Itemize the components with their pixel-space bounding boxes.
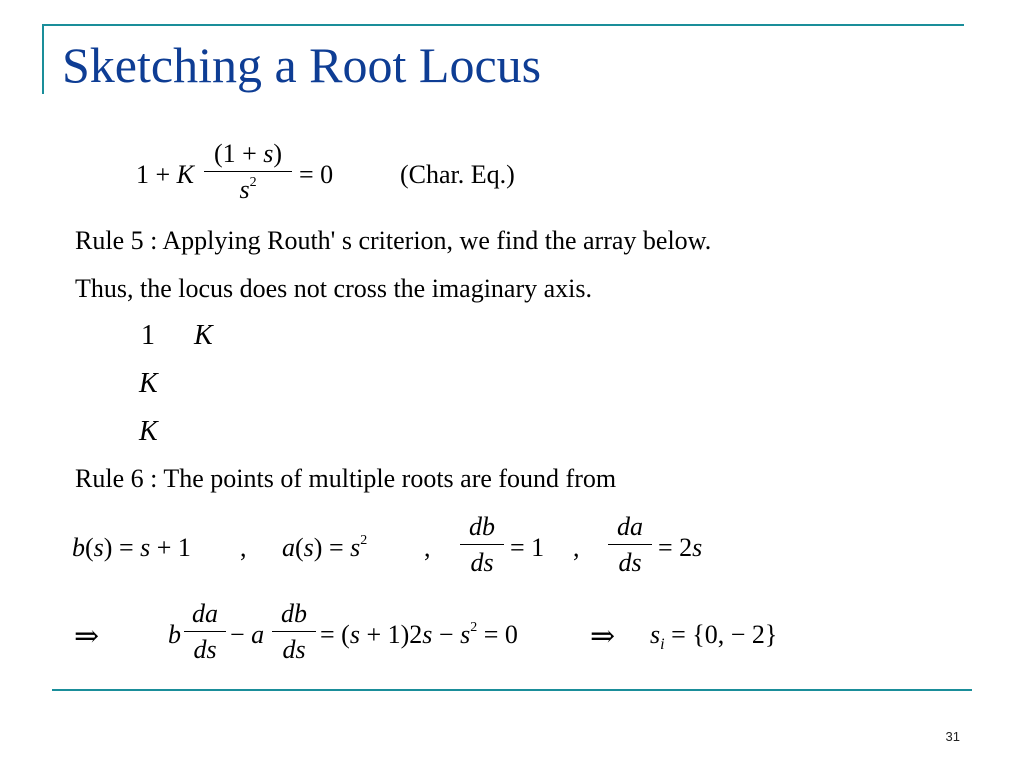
routh-r1c1: 1 [141, 320, 155, 351]
separator-3: , [573, 533, 580, 562]
rule5-line1: Rule 5 : Applying Routh' s criterion, we… [75, 226, 712, 255]
char-eq-den-exp: 2 [249, 175, 257, 190]
slide-title: Sketching a Root Locus [62, 37, 542, 93]
char-eq-num-var: s [263, 139, 274, 168]
db-ds-fraction: db ds [460, 514, 504, 576]
da-rhs: = 2s [658, 533, 703, 562]
implies-arrow-2: ⇒ [590, 620, 616, 653]
db-rhs: = 1 [510, 533, 545, 562]
char-eq-fraction: (1 + s) s2 [204, 141, 292, 203]
root-set: si = {0, − 2} [650, 620, 778, 653]
frame-left-line [42, 24, 44, 94]
char-eq-label: (Char. Eq.) [400, 160, 515, 189]
routh-r3c1: K [139, 416, 158, 447]
char-eq-num-open: (1 + [213, 139, 264, 168]
b-coefficient: b [168, 620, 181, 649]
rule5-line2: Thus, the locus does not cross the imagi… [75, 274, 593, 303]
da-ds-fraction: da ds [608, 514, 652, 576]
routh-r1c2: K [194, 320, 213, 351]
da-ds-fraction-2: da ds [184, 601, 226, 663]
separator-1: , [240, 533, 247, 562]
a-definition: a(s) = s2 [282, 533, 368, 562]
char-eq-rhs: = 0 [299, 160, 334, 189]
frame-bottom-line [52, 689, 972, 691]
page-number: 31 [945, 729, 960, 744]
separator-2: , [424, 533, 431, 562]
implies-arrow-1: ⇒ [74, 620, 100, 653]
frame-top-line [42, 24, 964, 26]
char-eq-num-close: ) [273, 139, 283, 168]
char-eq-gain: K [176, 160, 195, 189]
char-eq-lead: 1 + [136, 160, 177, 189]
routh-r2c1: K [139, 368, 158, 399]
db-ds-fraction-2: db ds [272, 601, 316, 663]
b-definition: b(s) = s + 1 [72, 533, 191, 562]
multiple-root-expression: = (s + 1)2s − s2 = 0 [320, 620, 518, 649]
rule6-line: Rule 6 : The points of multiple roots ar… [75, 464, 617, 493]
minus-a: − a [230, 620, 265, 649]
char-eq-den-var: s [239, 175, 250, 204]
